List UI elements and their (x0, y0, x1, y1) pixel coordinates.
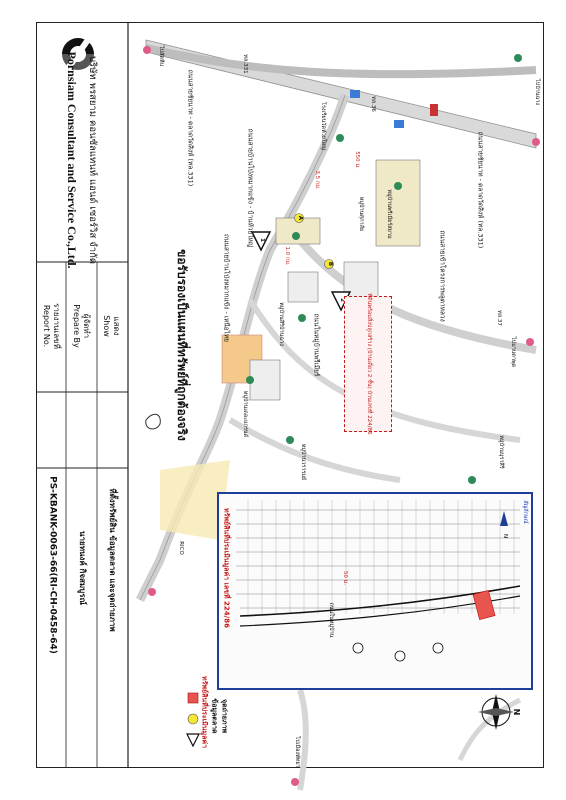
inset-north-label: N (501, 533, 508, 539)
green-marker-4 (292, 232, 300, 240)
place-label-7: หมู่บ้านวรารมย์ (299, 443, 306, 481)
inset-road-label: ถนนในหมู่บ้าน (327, 602, 334, 638)
photo-point-1 (250, 231, 272, 252)
road-label-side: ถนนสายเข้าโครงการพลูตาหลวง (438, 230, 447, 322)
green-marker-8 (246, 376, 254, 384)
market-point-b (324, 259, 334, 269)
map-leaf-icon (145, 413, 161, 430)
building-1 (350, 90, 360, 98)
subject-note-box (344, 296, 392, 432)
market-point-b-label: B (326, 261, 333, 267)
distance-label-2: 1.0 กม. (283, 246, 290, 266)
subject-inset-map (217, 492, 533, 690)
distance-label-3: 550 ม. (353, 151, 360, 169)
road-label-main-lower: ถนนสายชัยนาท - ตลาดวัดสิงห์ (ทล.331) (476, 131, 485, 249)
place-label-10: ไปเมืองพัทยา (293, 736, 300, 768)
road-code-1: ทล.331 (241, 54, 248, 74)
inset-distance: 50 ม. (341, 570, 348, 586)
estate-4 (287, 271, 319, 303)
green-marker-3 (394, 182, 402, 190)
branch-road-central-edge (139, 94, 346, 601)
market-point-a (294, 213, 304, 223)
green-marker-5 (298, 314, 306, 322)
legend-market-label: ข้อมูลตลาด (210, 698, 219, 734)
place-label-5: หมู่บ้านเดอะแกรนด์ (241, 390, 248, 438)
building-2 (394, 120, 404, 128)
branch-road-right (296, 237, 537, 354)
place-label-12: RICO (177, 541, 184, 555)
branch-road-mid (247, 298, 521, 443)
photo-point-1-label: 1 (258, 238, 265, 242)
inset-title: ทรัพย์สินที่ประเมินมูลค่า เลขที่ 224/86 (222, 508, 231, 628)
green-marker-2 (336, 134, 344, 142)
north-label: N (512, 708, 521, 716)
yellow-zone (160, 460, 230, 540)
green-marker-7 (468, 476, 476, 484)
road-label-branch-1: ถนนสายบ้านโป่งหมากแข้ง - บ้านห้วยใหญ่ (246, 128, 255, 248)
green-marker-1 (514, 54, 522, 62)
place-label-2: โรงเรียนวัดห้วยใหญ่ (319, 101, 326, 151)
road-code-2: ทล.36 (369, 96, 376, 112)
subject-note-text: ที่ดินพร้อมสิ่งปลูกสร้าง (บ้านเดี่ยว 2 ช… (365, 293, 372, 435)
company-logo-icon (62, 38, 94, 70)
place-label-9: ไปสัตหีบ (157, 45, 164, 67)
place-label-8: ไปบ้านฉาง (533, 78, 540, 106)
red-pin-3 (526, 338, 534, 346)
page-frame (36, 22, 544, 768)
distance-label-1: 3.5 กม. (313, 170, 320, 190)
road-label-branch-2: ถนนสายบ้านโป่งหมากแข้ง - เหนือไทย (222, 234, 231, 342)
road-to-right-bottom (457, 697, 522, 762)
main-road-band-upper (145, 44, 537, 79)
red-pin-5 (148, 588, 156, 596)
compass-rose-icon (478, 694, 514, 730)
photo-point-2-label: 2 (338, 298, 345, 302)
place-label-4: หมู่บ้านสิริบ้านฉาง (277, 302, 284, 346)
estate-1 (375, 159, 421, 247)
legend-subject-label: ทรัพย์สินที่ประเมินมูลค่า (200, 675, 209, 749)
place-label-6: หมู่บ้านบุราสิริ (497, 435, 504, 469)
road-label-main-upper: ถนนสายชัยนาท - ตลาดวัดสิงห์ (ทล.331) (186, 69, 195, 187)
branch-road-lower (228, 417, 401, 483)
place-label-11: ไปมาบตาพุด (509, 336, 516, 368)
place-label-1: หมู่บ้านพรีเมียร์สยาม (385, 189, 392, 239)
green-marker-6 (286, 436, 294, 444)
place-label-3: หมู่บ้านศุภาลัย (357, 196, 364, 232)
estate-5 (249, 359, 281, 401)
map-heading: ขอรับรองเป็นแผนที่ทรัพย์ที่ถูกต้องจริง (175, 249, 189, 441)
building-3 (430, 104, 438, 116)
road-label-village: ถนนในหมู่บ้านพรีเมียร์ (312, 313, 321, 377)
red-pin-4 (291, 778, 299, 786)
legend-photo-label: จุดถ่ายภาพ (220, 698, 229, 734)
road-code-3: ทล.37 (495, 310, 502, 326)
road-to-bottom (297, 689, 309, 791)
red-pin-2 (532, 138, 540, 146)
inset-legend-title: สัญลักษณ์ (521, 500, 528, 524)
market-point-a-label: A (296, 215, 303, 221)
red-pin-1 (143, 46, 151, 54)
